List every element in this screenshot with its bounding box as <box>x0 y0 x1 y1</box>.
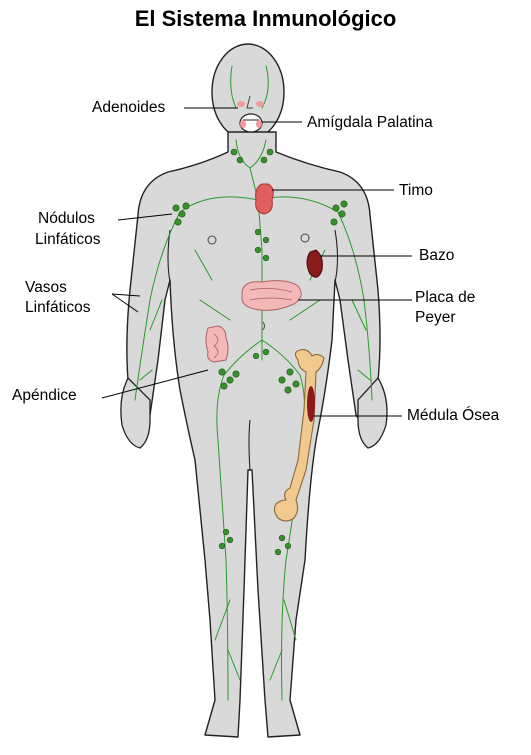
torso-and-legs <box>127 132 380 737</box>
palatine-tonsil-left <box>240 120 246 128</box>
label-adenoides: Adenoides <box>92 99 166 116</box>
human-body-silhouette <box>121 44 387 737</box>
label-timo: Timo <box>399 182 433 199</box>
bone-marrow <box>307 386 315 422</box>
label-amigdala: Amígdala Palatina <box>307 114 433 131</box>
thymus <box>256 184 274 214</box>
palatine-tonsil-right <box>256 120 262 128</box>
label-placa-1: Placa de <box>415 289 475 306</box>
spleen <box>307 250 322 277</box>
appendix-colon <box>206 326 228 362</box>
label-vasos-1: Vasos <box>25 279 67 296</box>
label-nodulos-1: Nódulos <box>38 210 95 227</box>
label-placa-2: Peyer <box>415 309 456 326</box>
label-medula: Médula Ósea <box>407 407 500 424</box>
label-vasos-2: Linfáticos <box>25 299 91 316</box>
label-apendice: Apéndice <box>12 387 77 404</box>
adenoids-right <box>256 101 264 107</box>
label-nodulos-2: Linfáticos <box>35 231 101 248</box>
adenoids <box>237 101 245 107</box>
label-bazo: Bazo <box>419 247 454 264</box>
